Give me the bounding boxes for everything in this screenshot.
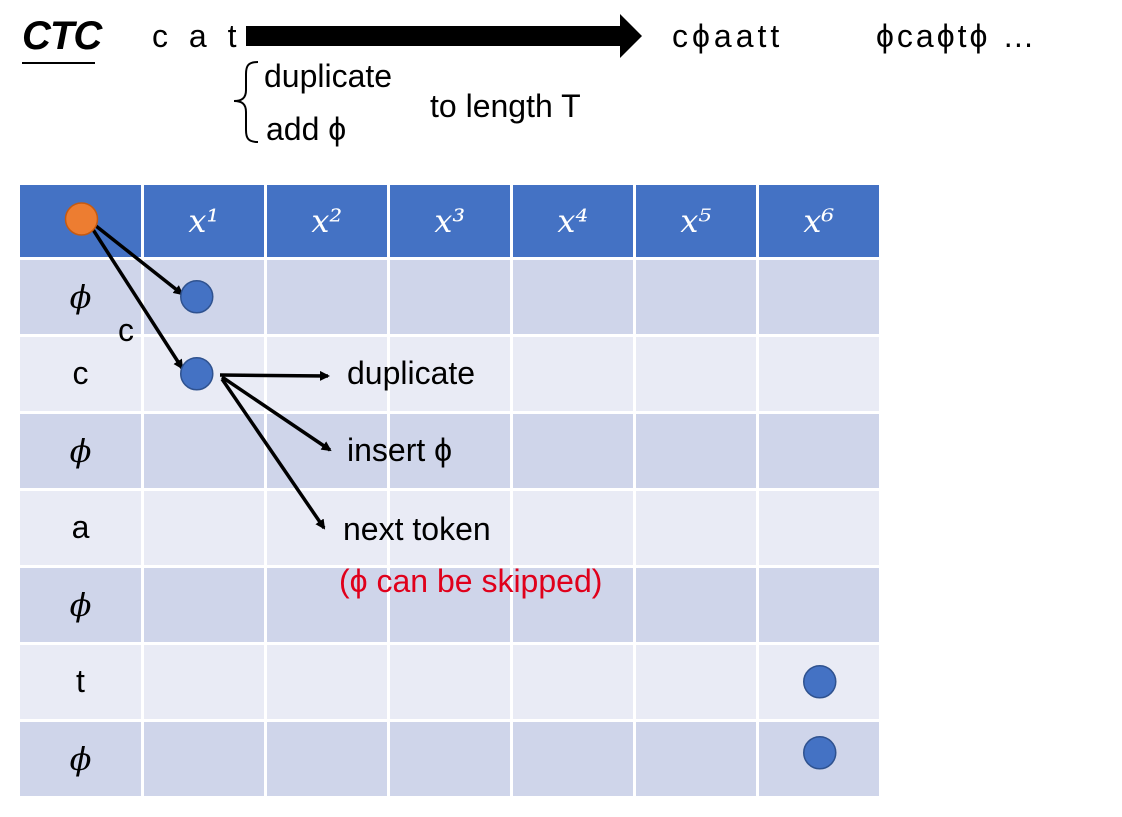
grid-cell (389, 567, 510, 642)
grid-cell (389, 490, 510, 565)
column-header-x4: x⁴ (512, 185, 633, 257)
grid-cell (635, 259, 756, 334)
column-header-x3: x³ (389, 185, 510, 257)
grid-cell (635, 490, 756, 565)
row-label-a: a (20, 490, 141, 565)
grid-cell (266, 490, 387, 565)
row-label-phi-3: ϕ (20, 567, 141, 642)
start-node (64, 202, 99, 236)
grid-cell (389, 336, 510, 411)
grid-cell (758, 259, 879, 334)
grid-cell (266, 259, 387, 334)
target-example-1: cϕaatt (672, 18, 784, 54)
grid-cell (635, 721, 756, 796)
column-header-x2: x² (266, 185, 387, 257)
curly-brace (233, 61, 259, 143)
target-example-2: ϕcaϕtϕ … (876, 18, 1038, 54)
grid-cell (143, 644, 264, 719)
annotation-next-token: next token (343, 511, 491, 547)
annotation-duplicate: duplicate (347, 355, 476, 391)
grid-cell (758, 567, 879, 642)
row-label-c: c (20, 336, 141, 411)
grid-cell (758, 336, 879, 411)
grid-cell (635, 644, 756, 719)
brace-item-duplicate: duplicate (264, 58, 393, 94)
arrow-start-to-c (90, 227, 184, 370)
grid-cell (143, 567, 264, 642)
grid-cell (512, 644, 633, 719)
grid-cell (635, 413, 756, 488)
column-header-x5: x⁵ (635, 185, 756, 257)
grid-cell (635, 567, 756, 642)
grid-cell (389, 413, 510, 488)
arrow-start-to-phi (94, 224, 184, 296)
grid-cell (512, 259, 633, 334)
arrow-duplicate (219, 370, 330, 381)
grid-cell (512, 336, 633, 411)
column-header-x6: x⁶ (758, 185, 879, 257)
grid-cell (512, 721, 633, 796)
grid-cell (266, 721, 387, 796)
arrow-insert (221, 375, 332, 452)
grid-cell (266, 644, 387, 719)
ctc-title: CTC (22, 14, 102, 58)
edge-label-c: c (118, 312, 134, 348)
row-label-t: t (20, 644, 141, 719)
row-label-phi-1: ϕ (20, 259, 141, 334)
grid-cell (389, 644, 510, 719)
grid-cell (143, 721, 264, 796)
column-header-x1: x¹ (143, 185, 264, 257)
annotation-insert-phi: insert ϕ (347, 432, 453, 468)
big-right-arrow (246, 14, 642, 58)
grid-cell (758, 490, 879, 565)
source-word: c a t (152, 18, 243, 54)
title-underline (22, 62, 95, 64)
alignment-node (803, 736, 837, 770)
grid-cell (512, 567, 633, 642)
arrow-next-token (220, 378, 326, 530)
grid-cell (635, 336, 756, 411)
grid-cell (389, 259, 510, 334)
grid-cell (758, 413, 879, 488)
grid-cell (389, 721, 510, 796)
grid-cell (512, 490, 633, 565)
annotation-phi-skippable: (ϕ can be skipped) (339, 563, 603, 599)
grid-cell (143, 490, 264, 565)
grid-cell (512, 413, 633, 488)
row-label-phi-4: ϕ (20, 721, 141, 796)
brace-note: to length T (430, 88, 581, 124)
alignment-node (180, 280, 214, 314)
brace-item-add-phi: add ϕ (266, 111, 347, 147)
grid-cell (266, 567, 387, 642)
row-label-phi-2: ϕ (20, 413, 141, 488)
alignment-node (180, 357, 214, 391)
grid-cell (143, 413, 264, 488)
alignment-node (803, 665, 837, 699)
